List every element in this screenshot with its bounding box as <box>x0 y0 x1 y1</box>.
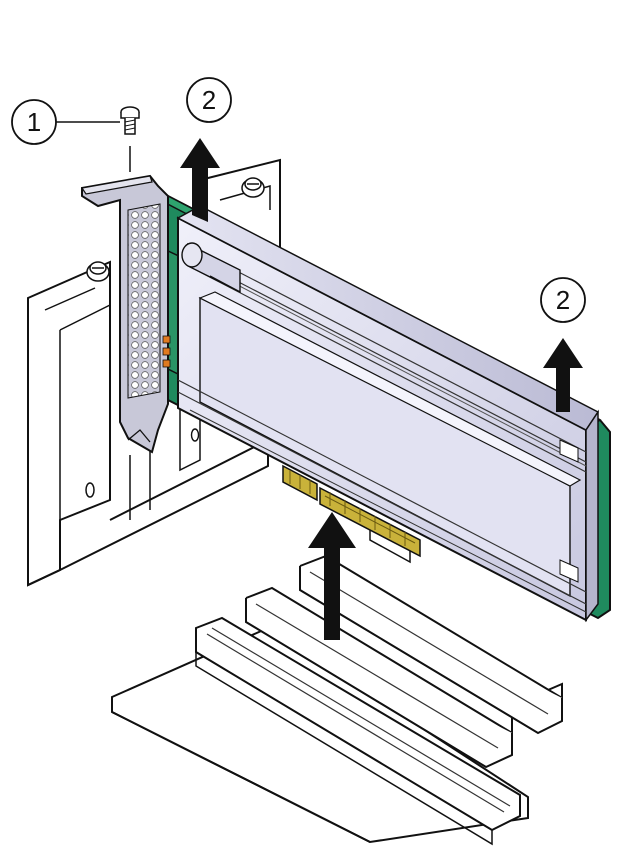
heatpipe <box>181 242 241 294</box>
chassis-screw-right <box>241 177 265 198</box>
insert-arrow-center <box>308 512 356 640</box>
callout-1: 1 <box>11 99 120 145</box>
callout-2b-label: 2 <box>556 285 570 315</box>
callout-2b: 2 <box>540 277 586 323</box>
pcie-card <box>158 194 611 623</box>
chassis-screw-left <box>86 261 110 282</box>
status-leds <box>162 335 171 368</box>
callout-2a: 2 <box>186 77 232 123</box>
gold-fingers <box>282 464 421 558</box>
heatsink <box>176 205 600 623</box>
callout-1-label: 1 <box>27 107 41 137</box>
bracket-screw <box>120 106 140 172</box>
pcie-slot-front <box>195 616 521 846</box>
mounting-bracket <box>80 174 169 454</box>
callout-2a-label: 2 <box>202 85 216 115</box>
lift-arrow-right <box>543 338 583 412</box>
lift-arrow-left <box>180 138 220 222</box>
pcie-slot-target <box>299 526 563 735</box>
